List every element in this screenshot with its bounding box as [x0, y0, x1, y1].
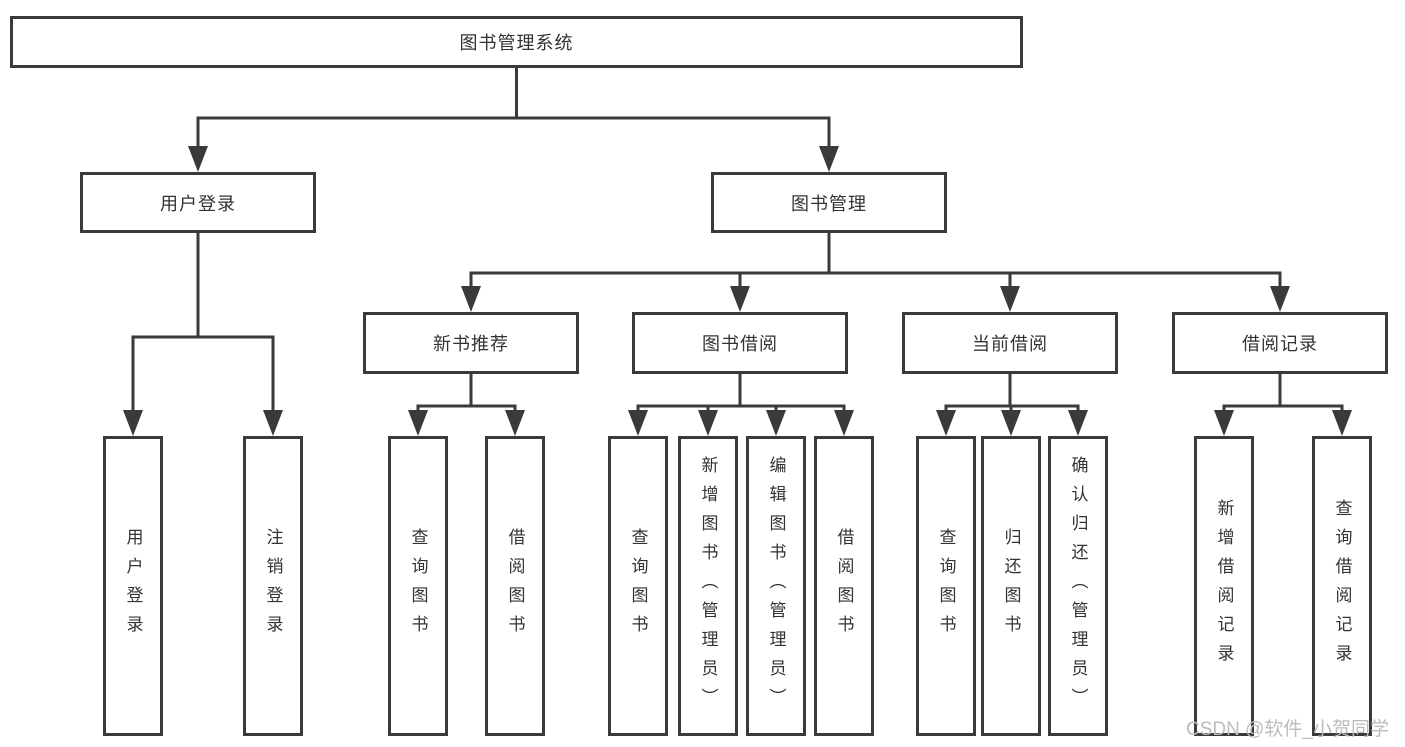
node-root-label: 图书管理系统: [459, 33, 574, 53]
leaf-label: 用户登录: [123, 528, 143, 644]
leaf-label: 查询图书: [628, 528, 648, 644]
leaf-label: 新增借阅记录: [1214, 499, 1234, 673]
node-label: 当前借阅: [972, 334, 1048, 354]
node-root-system: 图书管理系统: [10, 16, 1023, 68]
node-label: 图书借阅: [702, 334, 778, 354]
leaf-label: 注销登录: [263, 528, 283, 644]
leaf-query-books-borrow: 查询图书: [608, 436, 668, 736]
leaf-query-borrow-record: 查询借阅记录: [1312, 436, 1372, 736]
node-label: 借阅记录: [1242, 334, 1318, 354]
leaf-add-borrow-record: 新增借阅记录: [1194, 436, 1254, 736]
node-user-login: 用户登录: [80, 172, 316, 233]
leaf-label: 借阅图书: [834, 528, 854, 644]
leaf-borrow-books-recommend: 借阅图书: [485, 436, 545, 736]
leaf-label: 编辑图书（管理员）: [766, 455, 786, 717]
node-label: 图书管理: [791, 193, 867, 214]
node-borrowing-records: 借阅记录: [1172, 312, 1388, 374]
node-current-borrowing: 当前借阅: [902, 312, 1118, 374]
leaf-add-book-admin: 新增图书（管理员）: [678, 436, 738, 736]
leaf-confirm-return-admin: 确认归还（管理员）: [1048, 436, 1108, 736]
node-new-book-recommendation: 新书推荐: [363, 312, 579, 374]
leaf-edit-book-admin: 编辑图书（管理员）: [746, 436, 806, 736]
leaf-user-login: 用户登录: [103, 436, 163, 736]
leaf-label: 确认归还（管理员）: [1068, 455, 1088, 717]
leaf-logout: 注销登录: [243, 436, 303, 736]
leaf-borrow-books: 借阅图书: [814, 436, 874, 736]
leaf-label: 借阅图书: [505, 528, 525, 644]
node-book-management: 图书管理: [711, 172, 947, 233]
leaf-label: 查询图书: [936, 528, 956, 644]
leaf-return-book: 归还图书: [981, 436, 1041, 736]
leaf-label: 查询借阅记录: [1332, 499, 1352, 673]
csdn-watermark: CSDN @软件_小贺同学: [1186, 719, 1389, 740]
node-label: 新书推荐: [433, 334, 509, 354]
leaf-query-books-recommend: 查询图书: [388, 436, 448, 736]
leaf-query-books-current: 查询图书: [916, 436, 976, 736]
leaf-label: 查询图书: [408, 528, 428, 644]
node-book-borrowing: 图书借阅: [632, 312, 848, 374]
leaf-label: 新增图书（管理员）: [698, 455, 718, 717]
node-label: 用户登录: [160, 193, 236, 214]
leaf-label: 归还图书: [1001, 528, 1021, 644]
